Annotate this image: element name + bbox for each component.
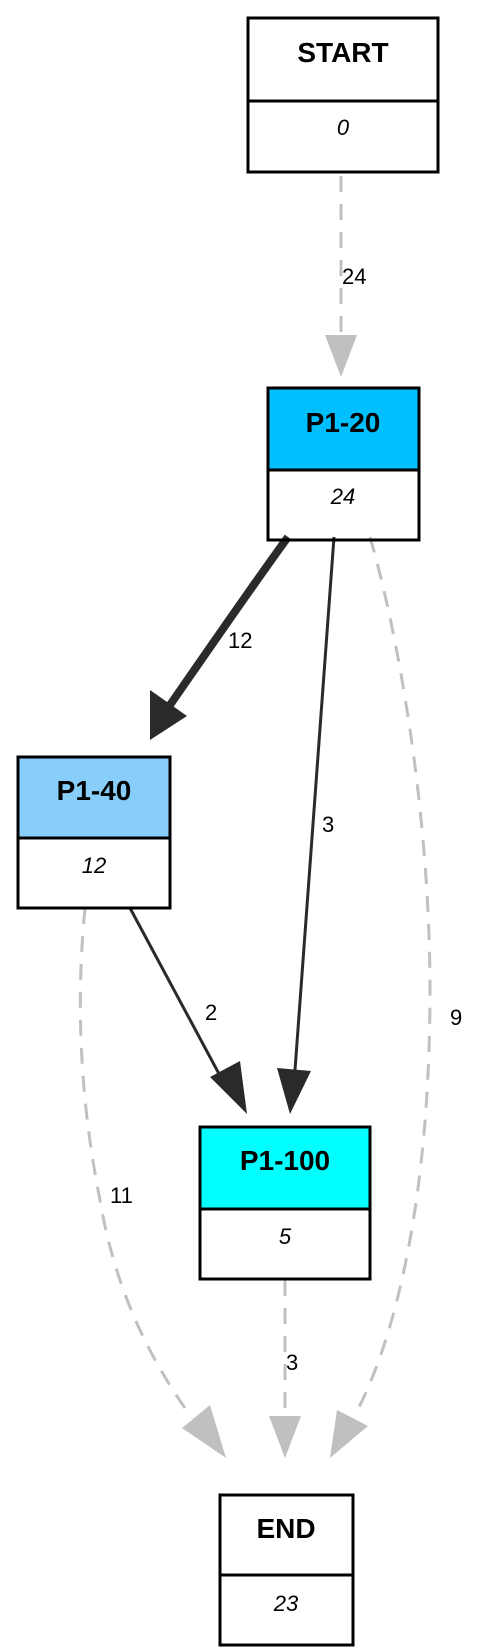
node-start: START 0 xyxy=(246,16,440,174)
node-p1-20: P1-20 24 xyxy=(266,386,421,542)
edge-label-p1-40-to-end: 11 xyxy=(110,1183,133,1208)
edge-label-p1-20-to-end: 9 xyxy=(450,1005,462,1030)
node-count: 12 xyxy=(82,853,106,878)
node-end: END 23 xyxy=(218,1493,355,1647)
node-title: P1-20 xyxy=(306,407,381,438)
node-count: 5 xyxy=(279,1224,292,1249)
node-title: P1-40 xyxy=(57,775,132,806)
node-p1-100: P1-100 5 xyxy=(198,1125,372,1281)
edge-p1-100-to-end: 3 xyxy=(269,1280,301,1458)
edge-label-start-to-p1-20: 24 xyxy=(342,264,366,289)
edge-label-p1-100-to-end: 3 xyxy=(286,1350,298,1375)
node-title: START xyxy=(297,37,388,68)
edge-arrowhead xyxy=(277,1068,311,1114)
node-title: END xyxy=(256,1513,315,1544)
edge-p1-40-to-p1-100: 2 xyxy=(128,907,247,1114)
edge-p1-40-to-end: 11 xyxy=(78,907,226,1458)
edge-arrowhead xyxy=(269,1416,301,1458)
edge-arrowhead xyxy=(182,1405,226,1458)
edge-start-to-p1-20: 24 xyxy=(325,176,366,377)
node-count: 24 xyxy=(330,484,355,509)
edge-label-p1-20-to-p1-100: 3 xyxy=(322,812,334,837)
edge-p1-20-to-end: 9 xyxy=(330,536,462,1458)
edge-label-p1-20-to-p1-40: 12 xyxy=(228,628,252,653)
edge-p1-20-to-p1-100: 3 xyxy=(277,536,336,1114)
node-p1-40: P1-40 12 xyxy=(16,755,172,910)
node-title: P1-100 xyxy=(240,1145,330,1176)
edge-arrowhead xyxy=(210,1061,247,1114)
node-count: 0 xyxy=(337,115,350,140)
node-count: 23 xyxy=(273,1591,299,1616)
edge-label-p1-40-to-p1-100: 2 xyxy=(205,1000,217,1025)
edge-arrowhead xyxy=(325,335,357,377)
edge-arrowhead xyxy=(150,690,187,740)
edge-p1-20-to-p1-40: 12 xyxy=(150,534,292,740)
edge-arrowhead xyxy=(330,1410,368,1458)
